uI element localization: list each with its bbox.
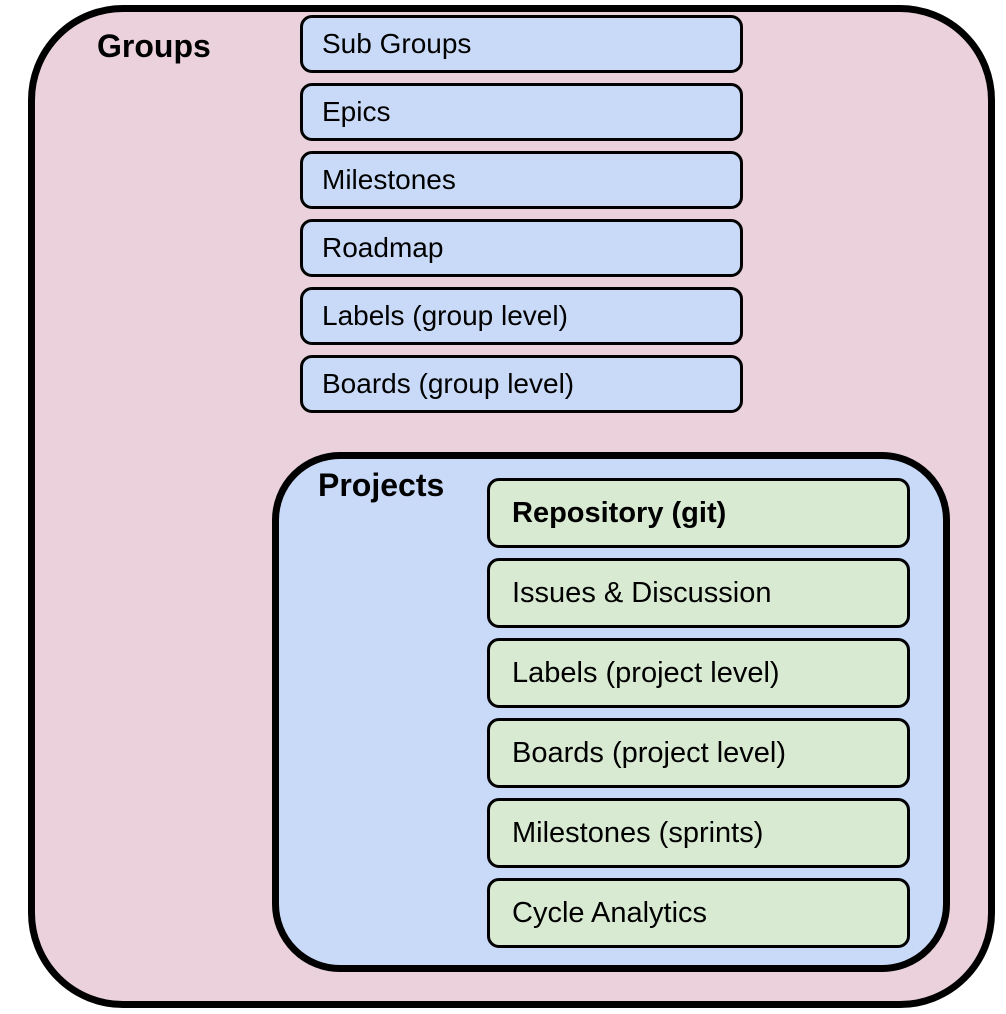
project-item-label: Milestones (sprints) <box>512 816 764 849</box>
groups-title: Groups <box>97 28 211 64</box>
projects-title: Projects <box>318 467 445 503</box>
groups-container: Groups Sub Groups Epics Milestones Roadm… <box>28 5 995 1008</box>
project-item-cycle-analytics: Cycle Analytics <box>487 878 910 948</box>
project-item-repository-git: Repository (git) <box>487 478 910 548</box>
group-items-list: Sub Groups Epics Milestones Roadmap Labe… <box>300 15 743 423</box>
group-item-label: Boards (group level) <box>322 368 575 399</box>
group-item-boards-group-level: Boards (group level) <box>300 355 743 413</box>
project-items-list: Repository (git) Issues & Discussion Lab… <box>487 478 910 958</box>
group-item-label: Epics <box>322 96 391 127</box>
project-item-milestones-sprints: Milestones (sprints) <box>487 798 910 868</box>
project-item-label: Boards (project level) <box>512 736 786 769</box>
group-item-label: Sub Groups <box>322 28 472 59</box>
project-item-boards-project-level: Boards (project level) <box>487 718 910 788</box>
projects-container: Projects Repository (git) Issues & Discu… <box>272 452 950 972</box>
project-item-labels-project-level: Labels (project level) <box>487 638 910 708</box>
group-item-sub-groups: Sub Groups <box>300 15 743 73</box>
group-item-label: Milestones <box>322 164 456 195</box>
project-item-label: Cycle Analytics <box>512 896 708 929</box>
group-item-epics: Epics <box>300 83 743 141</box>
group-item-milestones: Milestones <box>300 151 743 209</box>
project-item-label: Labels (project level) <box>512 656 780 689</box>
group-item-labels-group-level: Labels (group level) <box>300 287 743 345</box>
group-item-label: Labels (group level) <box>322 300 568 331</box>
group-item-label: Roadmap <box>322 232 444 263</box>
project-item-label: Repository (git) <box>512 496 727 529</box>
project-item-issues-discussion: Issues & Discussion <box>487 558 910 628</box>
project-item-label: Issues & Discussion <box>512 576 772 609</box>
group-item-roadmap: Roadmap <box>300 219 743 277</box>
